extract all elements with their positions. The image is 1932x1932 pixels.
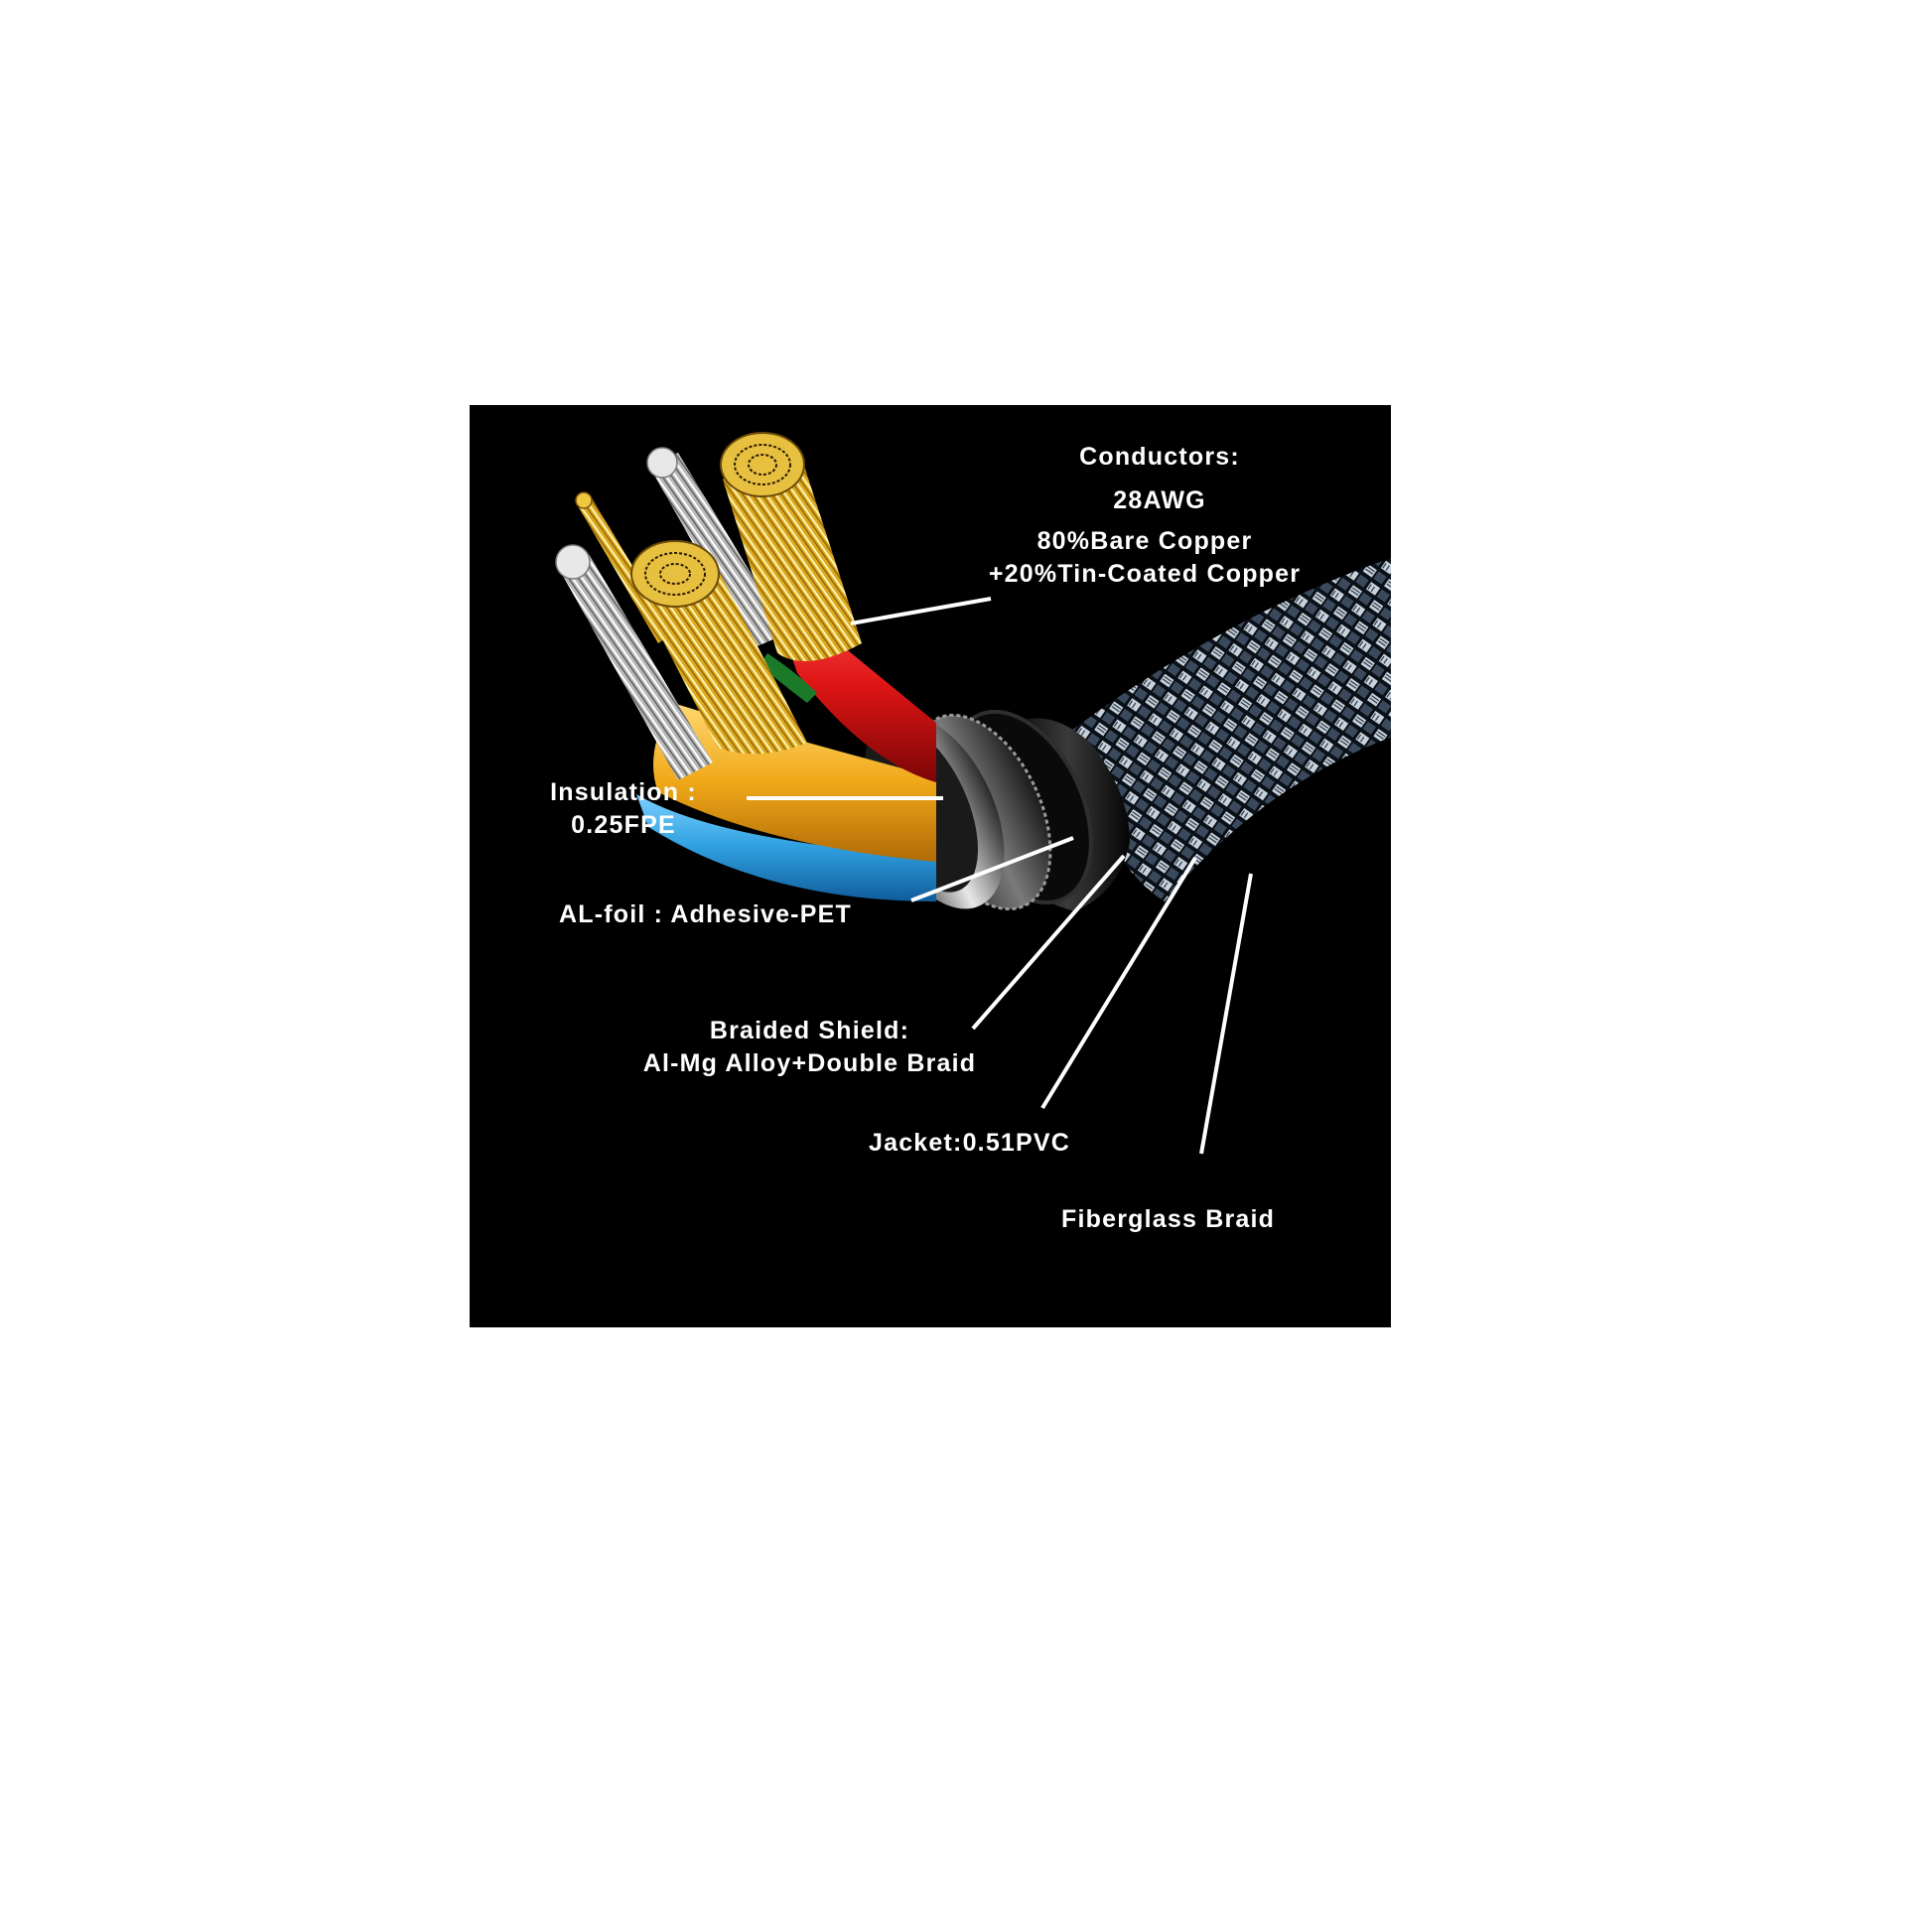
insulation-label: Insulation : 0.25FPE: [529, 776, 718, 842]
braided-shield-line2: Al-Mg Alloy+Double Braid: [642, 1049, 977, 1077]
cable-diagram-panel: Conductors: 28AWG 80%Bare Copper +20%Tin…: [470, 405, 1391, 1327]
jacket-line1: Jacket:0.51PVC: [869, 1129, 1071, 1157]
conductors-material-label: 80%Bare Copper +20%Tin-Coated Copper: [946, 525, 1343, 591]
conductors-gauge: 28AWG: [1113, 486, 1206, 514]
conductors-material-line2: +20%Tin-Coated Copper: [988, 560, 1302, 588]
conductors-label: Conductors: 28AWG: [956, 435, 1363, 522]
jacket-label: Jacket:0.51PVC: [869, 1127, 1117, 1160]
conductors-title: Conductors:: [1079, 443, 1240, 471]
conductor-strands: [555, 432, 862, 780]
fiberglass-line1: Fiberglass Braid: [1061, 1205, 1276, 1233]
conductors-material-line1: 80%Bare Copper: [1036, 527, 1253, 555]
al-foil-line1: AL-foil : Adhesive-PET: [559, 900, 852, 928]
insulation-line2: 0.25FPE: [571, 811, 676, 839]
al-foil-label: AL-foil : Adhesive-PET: [559, 898, 892, 931]
insulation-line1: Insulation :: [550, 778, 697, 806]
cable-illustration: [555, 432, 1391, 911]
fiberglass-braid-section: [1055, 558, 1391, 901]
braided-shield-label: Braided Shield: Al-Mg Alloy+Double Braid: [619, 1015, 1001, 1080]
fiberglass-label: Fiberglass Braid: [1061, 1203, 1319, 1236]
braided-shield-line1: Braided Shield:: [709, 1017, 910, 1044]
